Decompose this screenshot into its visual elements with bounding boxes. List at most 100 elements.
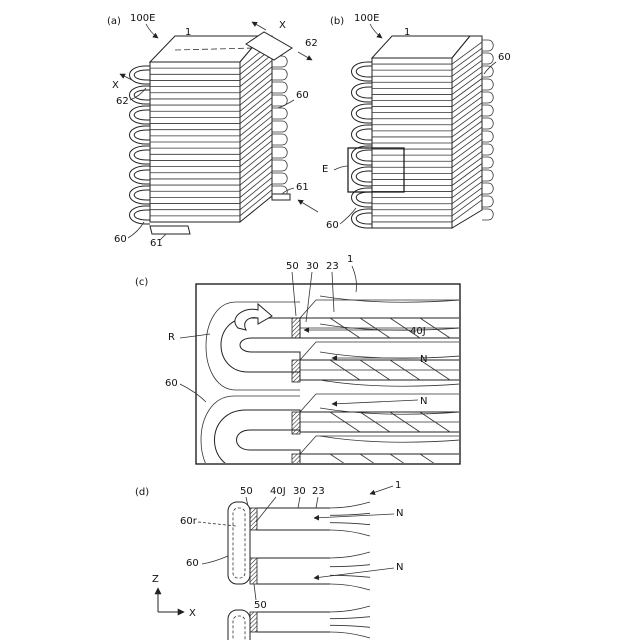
ref-n2: N — [396, 562, 403, 573]
axis-x-top: X — [279, 20, 286, 31]
panel-d: (d) 50 40J 30 23 1 60r N 60 N 50 Z — [135, 480, 403, 640]
tube-sections — [257, 502, 370, 638]
panel-c-label: (c) — [135, 277, 148, 288]
tube-bend — [482, 53, 493, 64]
ref-62-left: 62 — [116, 96, 129, 107]
pipe-61-right — [272, 194, 290, 200]
ref-30: 30 — [293, 486, 306, 497]
tube-bend — [482, 196, 493, 207]
leader-line — [298, 497, 300, 508]
tube-bend — [272, 160, 287, 171]
arrow-x-top — [252, 22, 266, 30]
detail-label-e: E — [322, 164, 328, 175]
ref-60-bottom: 60 — [326, 220, 339, 231]
panel-b-label: (b) — [330, 16, 344, 27]
leader-line — [340, 208, 356, 224]
ref-50: 50 — [286, 261, 299, 272]
ref-n1: N — [420, 354, 427, 365]
serpentine-tube-left-inner — [356, 66, 372, 224]
leader-line — [370, 24, 382, 38]
tube-bend — [482, 157, 493, 168]
joint-hatch — [250, 558, 257, 584]
tube-60-section — [228, 502, 250, 584]
panel-b-device-ref: 100E — [354, 13, 379, 24]
ref-40j: 40J — [270, 486, 286, 497]
ref-23: 23 — [312, 486, 325, 497]
tube-bend — [482, 118, 493, 129]
leader-line — [334, 166, 348, 170]
ref-60: 60 — [296, 90, 309, 101]
tube-bend — [272, 108, 287, 119]
panel-d-label: (d) — [135, 487, 149, 498]
panel-a-device-ref: 100E — [130, 13, 155, 24]
leader-line — [160, 234, 166, 240]
leader-line — [202, 556, 228, 564]
joint-hatch — [250, 612, 257, 632]
ref-60-bottom: 60 — [114, 234, 127, 245]
tube-bend — [482, 183, 493, 194]
tube-bend — [272, 173, 287, 184]
joint-hatch — [292, 412, 300, 434]
right-tube-bends — [482, 40, 493, 220]
leader-line — [254, 584, 256, 600]
arrow-61-in — [298, 200, 318, 212]
ref-r: R — [168, 332, 175, 343]
ref-50-bottom: 50 — [254, 600, 267, 611]
ref-n2: N — [420, 396, 427, 407]
ref-40j: 40J — [410, 326, 426, 337]
tube-bend — [482, 66, 493, 77]
leader-line — [146, 24, 158, 38]
tube-bend — [272, 69, 287, 80]
tube-bend — [482, 131, 493, 142]
fin-spread — [330, 625, 370, 627]
fin-spread — [330, 632, 370, 638]
leader-line — [314, 568, 394, 578]
leader-line — [128, 222, 144, 238]
ref-1: 1 — [347, 254, 353, 265]
arrow-62-out — [298, 52, 312, 60]
tube-bend — [482, 209, 493, 220]
axis-x-left: X — [112, 80, 119, 91]
leader-line — [282, 188, 294, 194]
leader-line — [256, 497, 276, 522]
ref-23: 23 — [326, 261, 339, 272]
tube-bend — [482, 170, 493, 181]
tube-60-section-lower — [228, 610, 250, 640]
ref-50-top: 50 — [240, 486, 253, 497]
fin-spread — [330, 565, 370, 567]
axis-z-label: Z — [152, 574, 159, 585]
right-tube-bends — [272, 56, 287, 197]
ref-62-top: 62 — [305, 38, 318, 49]
tube-bend — [482, 105, 493, 116]
fin-spread — [330, 530, 370, 536]
fin-spread — [330, 552, 370, 558]
fin-spread — [330, 617, 370, 619]
tube-bend — [272, 147, 287, 158]
panel-a-label: (a) — [107, 16, 121, 27]
joint-hatch — [292, 318, 300, 338]
joint-hatch — [292, 360, 300, 382]
fin-spread — [330, 513, 370, 515]
panel-c: (c) 50 30 23 1 40J R N — [135, 254, 460, 484]
tube-bend — [482, 144, 493, 155]
tube-bend — [272, 121, 287, 132]
fin-spread — [330, 606, 370, 612]
tube-bend — [482, 79, 493, 90]
axis-x-label: X — [189, 608, 196, 619]
fin-spread — [330, 523, 370, 525]
ref-60-top: 60 — [498, 52, 511, 63]
ref-n1: N — [396, 508, 403, 519]
tube-bend — [482, 40, 493, 51]
tube-bend — [482, 92, 493, 103]
tube-bend — [272, 95, 287, 106]
pipe-61-bottom — [150, 226, 190, 234]
fin-spread — [330, 584, 370, 590]
ref-60: 60 — [165, 378, 178, 389]
leader-line — [370, 486, 393, 494]
joint-hatch — [250, 508, 257, 530]
ref-1: 1 — [395, 480, 401, 491]
fin-spread — [330, 502, 370, 508]
ref-60: 60 — [186, 558, 199, 569]
tube-bend — [272, 82, 287, 93]
